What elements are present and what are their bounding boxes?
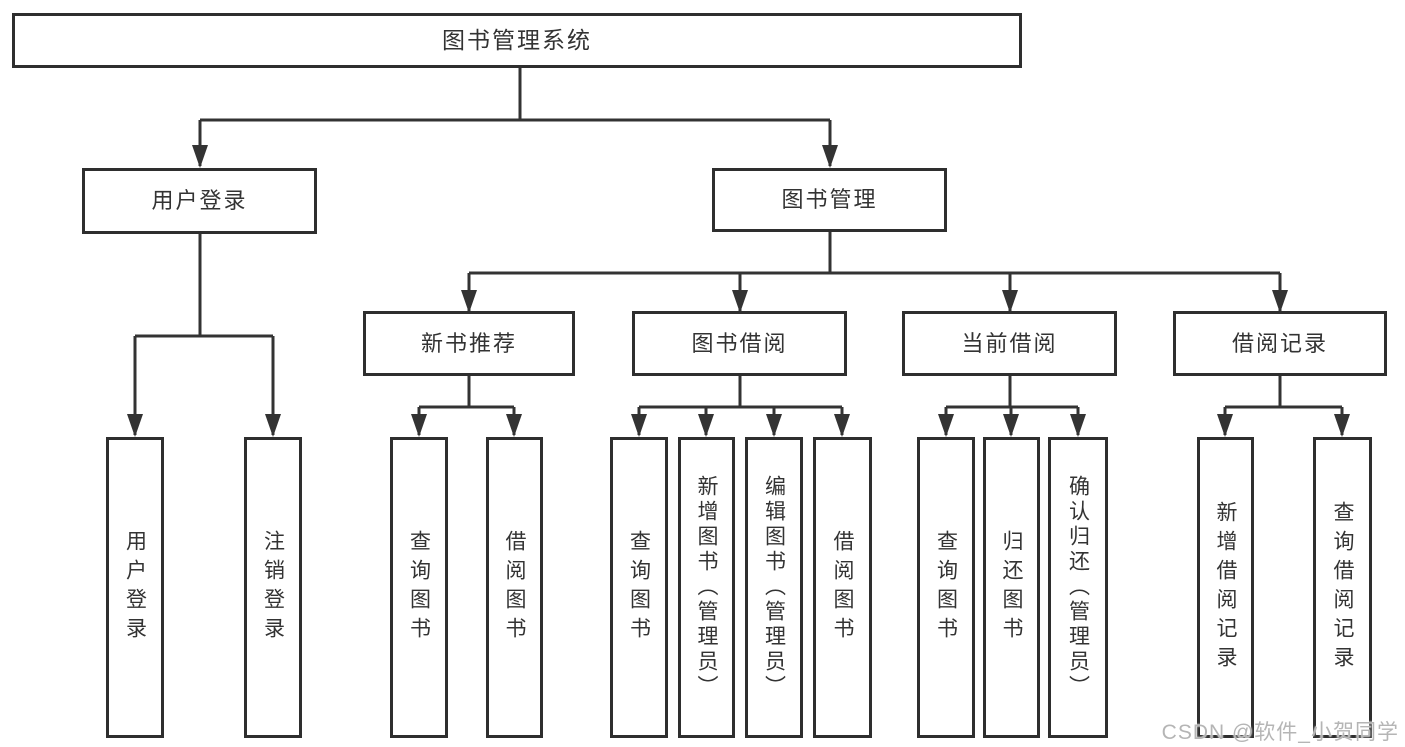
arrowhead	[732, 290, 748, 313]
arrowhead	[1334, 414, 1350, 437]
csdn-watermark: CSDN @软件_小贺同学	[1161, 721, 1399, 744]
arrowhead	[766, 414, 782, 437]
connector-userlogin-to-leaves	[133, 234, 275, 435]
leaf-logout: 注销登录	[244, 437, 302, 738]
leaf-current-confirm-return-admin: 确认归还（管理员）	[1048, 437, 1108, 738]
node-borrowing-records: 借阅记录	[1173, 311, 1387, 376]
leaf-borrow-borrow-books: 借阅图书	[813, 437, 872, 738]
leaf-current-query-books: 查询图书	[917, 437, 975, 738]
connector-borrow-to-leaves	[637, 376, 844, 435]
arrowhead	[265, 414, 281, 437]
arrowhead	[506, 414, 522, 437]
leaf-current-return-books: 归还图书	[983, 437, 1040, 738]
node-user-login: 用户登录	[82, 168, 317, 234]
arrowhead	[1002, 290, 1018, 313]
arrowhead	[631, 414, 647, 437]
arrowhead	[1217, 414, 1233, 437]
arrowhead	[1003, 414, 1019, 437]
arrowhead	[1272, 290, 1288, 313]
connector-recommend-to-leaves	[417, 376, 516, 435]
leaf-borrow-add-books-admin: 新增图书（管理员）	[678, 437, 735, 738]
leaf-recommend-borrow-books: 借阅图书	[486, 437, 543, 738]
node-root: 图书管理系统	[12, 13, 1022, 68]
leaf-borrow-edit-books-admin: 编辑图书（管理员）	[745, 437, 803, 738]
connector-current-to-leaves	[944, 376, 1080, 435]
connector-root-to-level2	[198, 66, 832, 166]
node-new-book-recommendation: 新书推荐	[363, 311, 575, 376]
node-book-borrowing: 图书借阅	[632, 311, 847, 376]
node-book-management: 图书管理	[712, 168, 947, 232]
leaf-borrow-query-books: 查询图书	[610, 437, 668, 738]
connector-records-to-leaves	[1223, 376, 1344, 435]
leaf-records-add-borrow-record: 新增借阅记录	[1197, 437, 1254, 738]
arrowhead	[461, 290, 477, 313]
leaf-recommend-query-books: 查询图书	[390, 437, 448, 738]
arrowhead	[127, 414, 143, 437]
arrowhead	[938, 414, 954, 437]
node-current-borrowing: 当前借阅	[902, 311, 1117, 376]
arrowhead	[1070, 414, 1086, 437]
arrowhead	[834, 414, 850, 437]
arrowhead	[192, 145, 208, 168]
arrowhead	[698, 414, 714, 437]
leaf-user-login: 用户登录	[106, 437, 164, 738]
connector-bookmgmt-to-level3	[467, 230, 1282, 311]
arrowhead	[822, 145, 838, 168]
leaf-records-query-borrow-record: 查询借阅记录	[1313, 437, 1372, 738]
arrowhead	[411, 414, 427, 437]
